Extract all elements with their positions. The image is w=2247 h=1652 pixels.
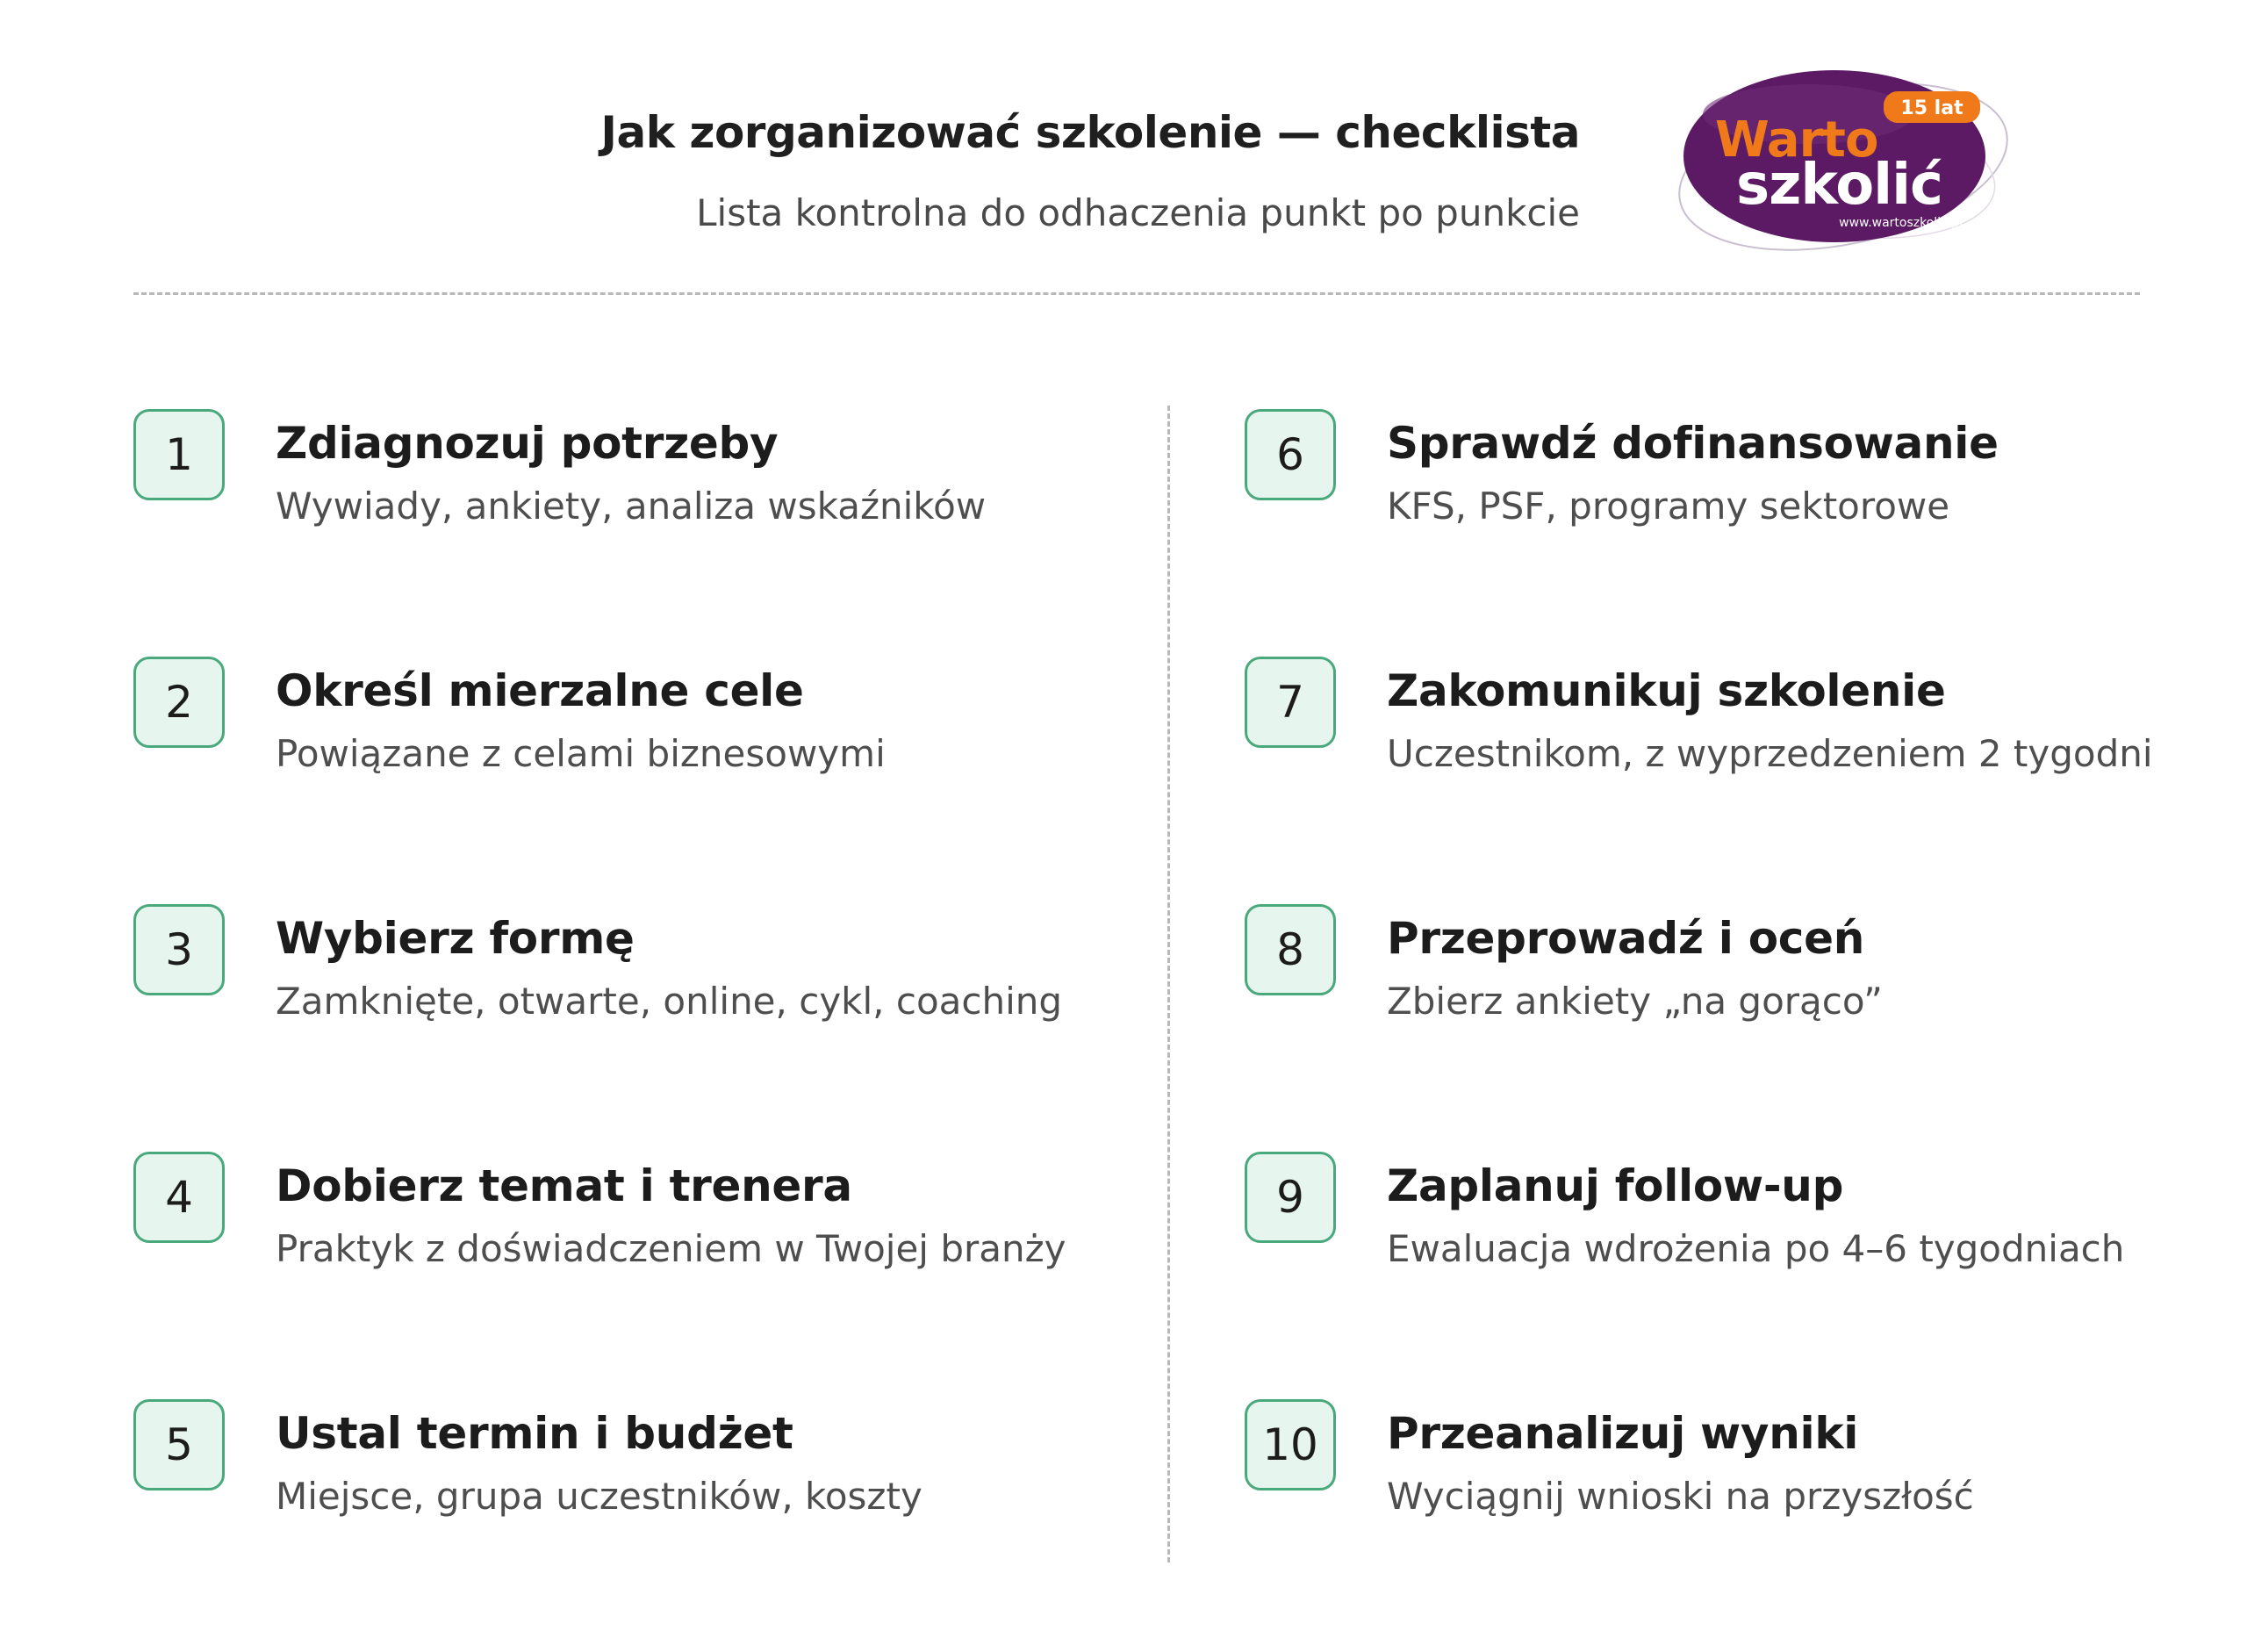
item-title: Zakomunikuj szkolenie bbox=[1387, 665, 1946, 716]
checklist-item-4: 4 Dobierz temat i trenera Praktyk z dośw… bbox=[133, 1152, 1169, 1283]
item-number-box: 9 bbox=[1245, 1152, 1336, 1243]
logo-purple-highlight bbox=[1703, 84, 1913, 144]
item-title: Wybierz formę bbox=[276, 913, 635, 964]
item-description: Zamknięte, otwarte, online, cykl, coachi… bbox=[276, 980, 1063, 1023]
item-title: Określ mierzalne cele bbox=[276, 665, 804, 716]
item-number-box: 4 bbox=[133, 1152, 225, 1243]
logo-badge-shape bbox=[1884, 91, 1980, 123]
item-description: Powiązane z celami biznesowymi bbox=[276, 732, 886, 775]
header-divider bbox=[133, 292, 2140, 295]
logo-badge-text: 15 lat bbox=[1900, 97, 1963, 119]
item-description: KFS, PSF, programy sektorowe bbox=[1387, 485, 1950, 528]
item-title: Zdiagnozuj potrzeby bbox=[276, 418, 779, 469]
logo-url: www.wartoszkolic.pl bbox=[1839, 216, 1963, 230]
checklist-item-6: 6 Sprawdź dofinansowanie KFS, PSF, progr… bbox=[1245, 409, 2247, 541]
item-title: Przeanalizuj wyniki bbox=[1387, 1408, 1859, 1459]
item-description: Zbierz ankiety „na gorąco” bbox=[1387, 980, 1883, 1023]
item-number-box: 10 bbox=[1245, 1399, 1336, 1490]
warto-szkolic-logo: 15 lat Warto szkolić www.wartoszkolic.pl bbox=[1678, 70, 2008, 251]
item-number-box: 2 bbox=[133, 657, 225, 748]
item-title: Dobierz temat i trenera bbox=[276, 1160, 852, 1211]
page-subtitle: Lista kontrolna do odhaczenia punkt po p… bbox=[696, 191, 1580, 234]
item-number-box: 5 bbox=[133, 1399, 225, 1490]
checklist-item-5: 5 Ustal termin i budżet Miejsce, grupa u… bbox=[133, 1399, 1169, 1531]
page-header: Jak zorganizować szkolenie — checklista … bbox=[0, 0, 2247, 298]
item-title: Ustal termin i budżet bbox=[276, 1408, 793, 1459]
item-number-box: 3 bbox=[133, 904, 225, 995]
checklist-item-8: 8 Przeprowadź i oceń Zbierz ankiety „na … bbox=[1245, 904, 2247, 1036]
item-description: Miejsce, grupa uczestników, koszty bbox=[276, 1475, 922, 1518]
checklist-item-2: 2 Określ mierzalne cele Powiązane z cela… bbox=[133, 657, 1169, 788]
page-title: Jak zorganizować szkolenie — checklista bbox=[600, 107, 1580, 158]
item-number-box: 6 bbox=[1245, 409, 1336, 500]
item-title: Zaplanuj follow-up bbox=[1387, 1160, 1844, 1211]
checklist-item-3: 3 Wybierz formę Zamknięte, otwarte, onli… bbox=[133, 904, 1169, 1036]
item-description: Wywiady, ankiety, analiza wskaźników bbox=[276, 485, 987, 528]
checklist-item-7: 7 Zakomunikuj szkolenie Uczestnikom, z w… bbox=[1245, 657, 2247, 788]
item-description: Uczestnikom, z wyprzedzeniem 2 tygodni bbox=[1387, 732, 2153, 775]
item-description: Ewaluacja wdrożenia po 4–6 tygodniach bbox=[1387, 1227, 2125, 1270]
item-number-box: 8 bbox=[1245, 904, 1336, 995]
item-title: Sprawdź dofinansowanie bbox=[1387, 418, 1999, 469]
item-description: Wyciągnij wnioski na przyszłość bbox=[1387, 1475, 1974, 1518]
column-divider bbox=[1167, 406, 1170, 1562]
item-number-box: 7 bbox=[1245, 657, 1336, 748]
logo-brand-line1: Warto bbox=[1715, 111, 1877, 169]
item-number-box: 1 bbox=[133, 409, 225, 500]
item-description: Praktyk z doświadczeniem w Twojej branży bbox=[276, 1227, 1066, 1270]
checklist-item-10: 10 Przeanalizuj wyniki Wyciągnij wnioski… bbox=[1245, 1399, 2247, 1531]
logo-brand-line2: szkolić bbox=[1736, 153, 1942, 218]
item-title: Przeprowadź i oceń bbox=[1387, 913, 1864, 964]
checklist-item-1: 1 Zdiagnozuj potrzeby Wywiady, ankiety, … bbox=[133, 409, 1169, 541]
checklist-item-9: 9 Zaplanuj follow-up Ewaluacja wdrożenia… bbox=[1245, 1152, 2247, 1283]
